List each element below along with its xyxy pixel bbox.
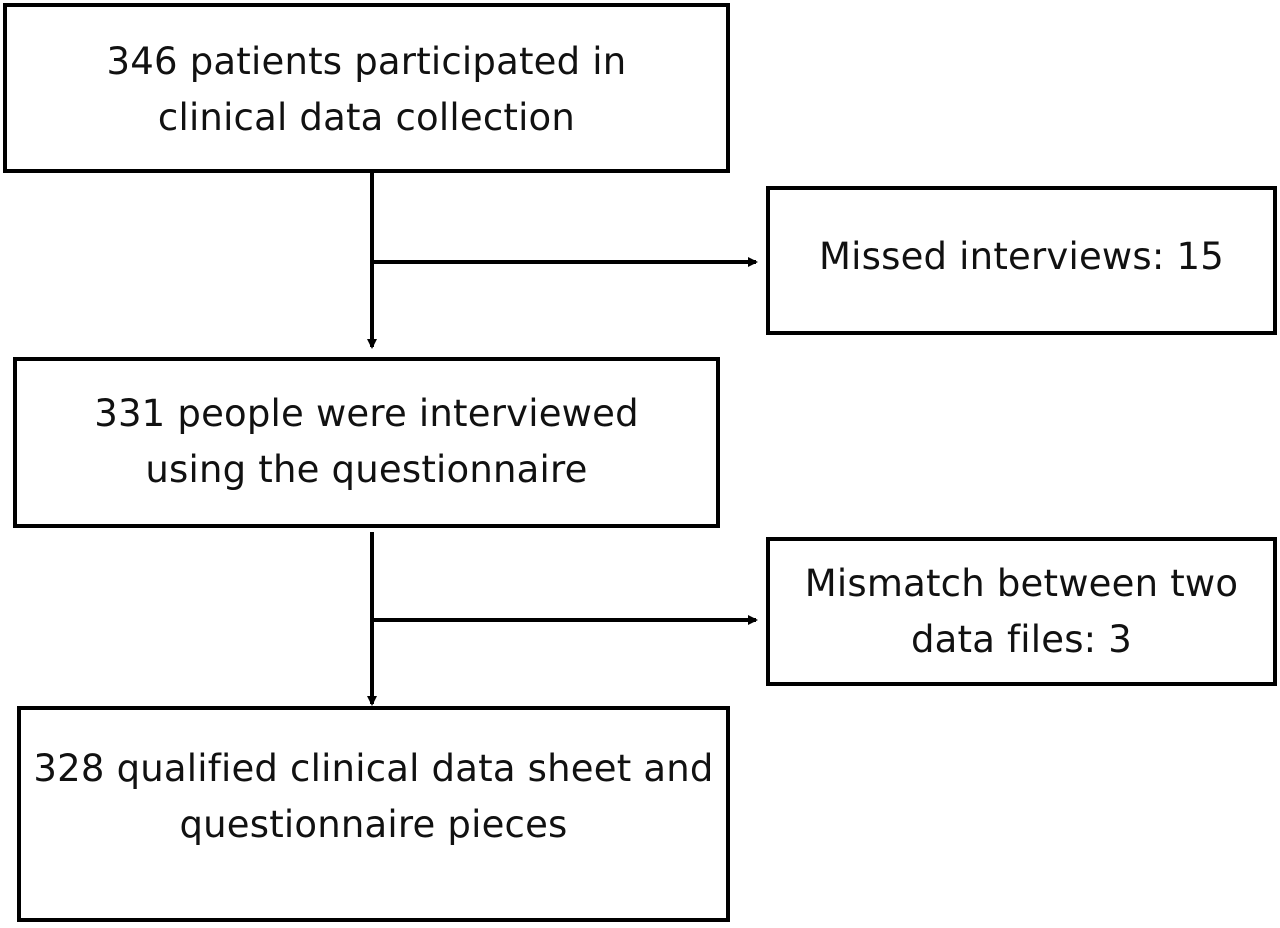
start-line-1: 346 patients participated in: [106, 40, 627, 83]
final-line-2: questionnaire pieces: [179, 803, 568, 846]
exclusion-2-line-1: Mismatch between two: [804, 561, 1239, 605]
final-line-1: 328 qualified clinical data sheet and: [33, 747, 714, 790]
final-box: 328 qualified clinical data sheet and qu…: [17, 706, 730, 922]
step-2-text: 331 people were interviewed using the qu…: [94, 386, 639, 500]
step-2-line-2: using the questionnaire: [145, 447, 588, 491]
exclusion-2-line-2: data files: 3: [910, 617, 1133, 661]
exclusion-box-mismatch: Mismatch between two data files: 3: [766, 537, 1277, 686]
start-box-text: 346 patients participated in clinical da…: [107, 30, 627, 146]
start-line-2: clinical data collection: [157, 96, 576, 139]
exclusion-1-text: Missed interviews: 15: [819, 229, 1224, 293]
interviewed-box: 331 people were interviewed using the qu…: [13, 357, 720, 528]
exclusion-2-text: Mismatch between two data files: 3: [805, 556, 1238, 668]
step-2-line-1: 331 people were interviewed: [94, 391, 639, 435]
start-box: 346 patients participated in clinical da…: [3, 3, 730, 173]
exclusion-1-line-1: Missed interviews: 15: [819, 234, 1224, 278]
exclusion-box-missed-interviews: Missed interviews: 15: [766, 186, 1277, 335]
final-text: 328 qualified clinical data sheet and qu…: [33, 741, 713, 887]
